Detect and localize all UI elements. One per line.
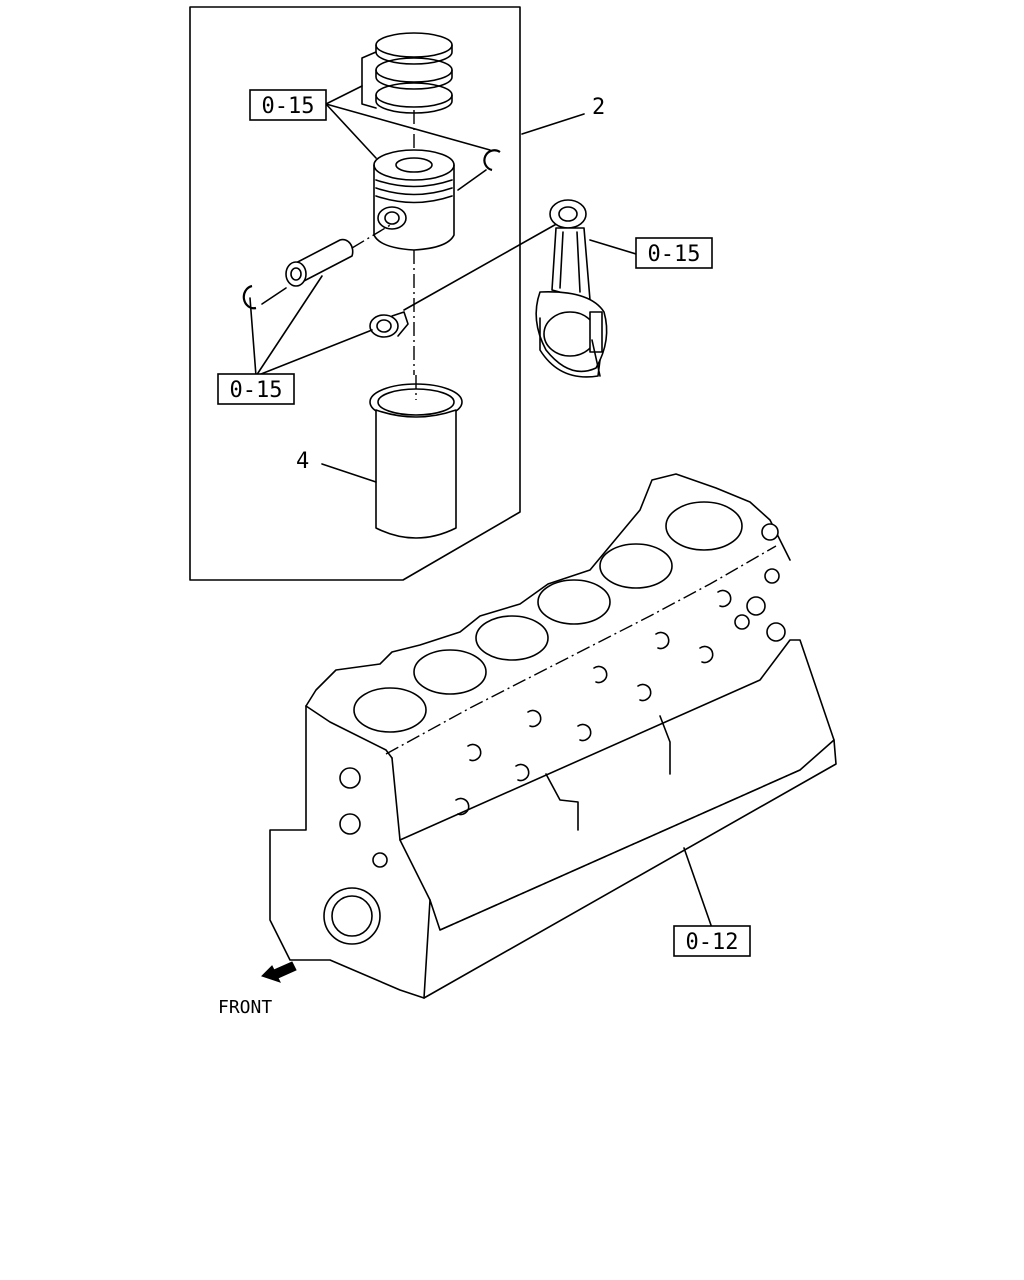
connecting-rod [535,199,608,378]
piston-rings [361,32,453,160]
snap-ring-lower [242,284,257,310]
front-indicator: FRONT [218,961,297,1018]
item-number-cylinder-liner: 4 [296,449,309,474]
cylinder-block [269,473,837,999]
piston-pin [261,223,393,305]
callout-piston-group: 0-15 [249,89,327,121]
callout-cylinder-block: 0-12 [673,925,751,957]
leader-lines [249,85,713,929]
svg-text:0-15: 0-15 [230,378,283,403]
snap-ring-upper [457,149,501,191]
piston-group-frame [189,6,521,581]
item-number-piston-assembly: 2 [592,95,605,120]
bushing [369,221,561,338]
svg-text:0-15: 0-15 [648,242,701,267]
front-arrow-icon [261,961,297,983]
cylinder-liner [369,375,463,539]
front-label: FRONT [218,997,272,1018]
svg-text:0-12: 0-12 [686,930,739,955]
callout-pin-clips: 0-15 [217,373,295,405]
svg-text:0-15: 0-15 [262,94,315,119]
piston [373,149,455,375]
callout-connecting-rod: 0-15 [635,237,713,269]
